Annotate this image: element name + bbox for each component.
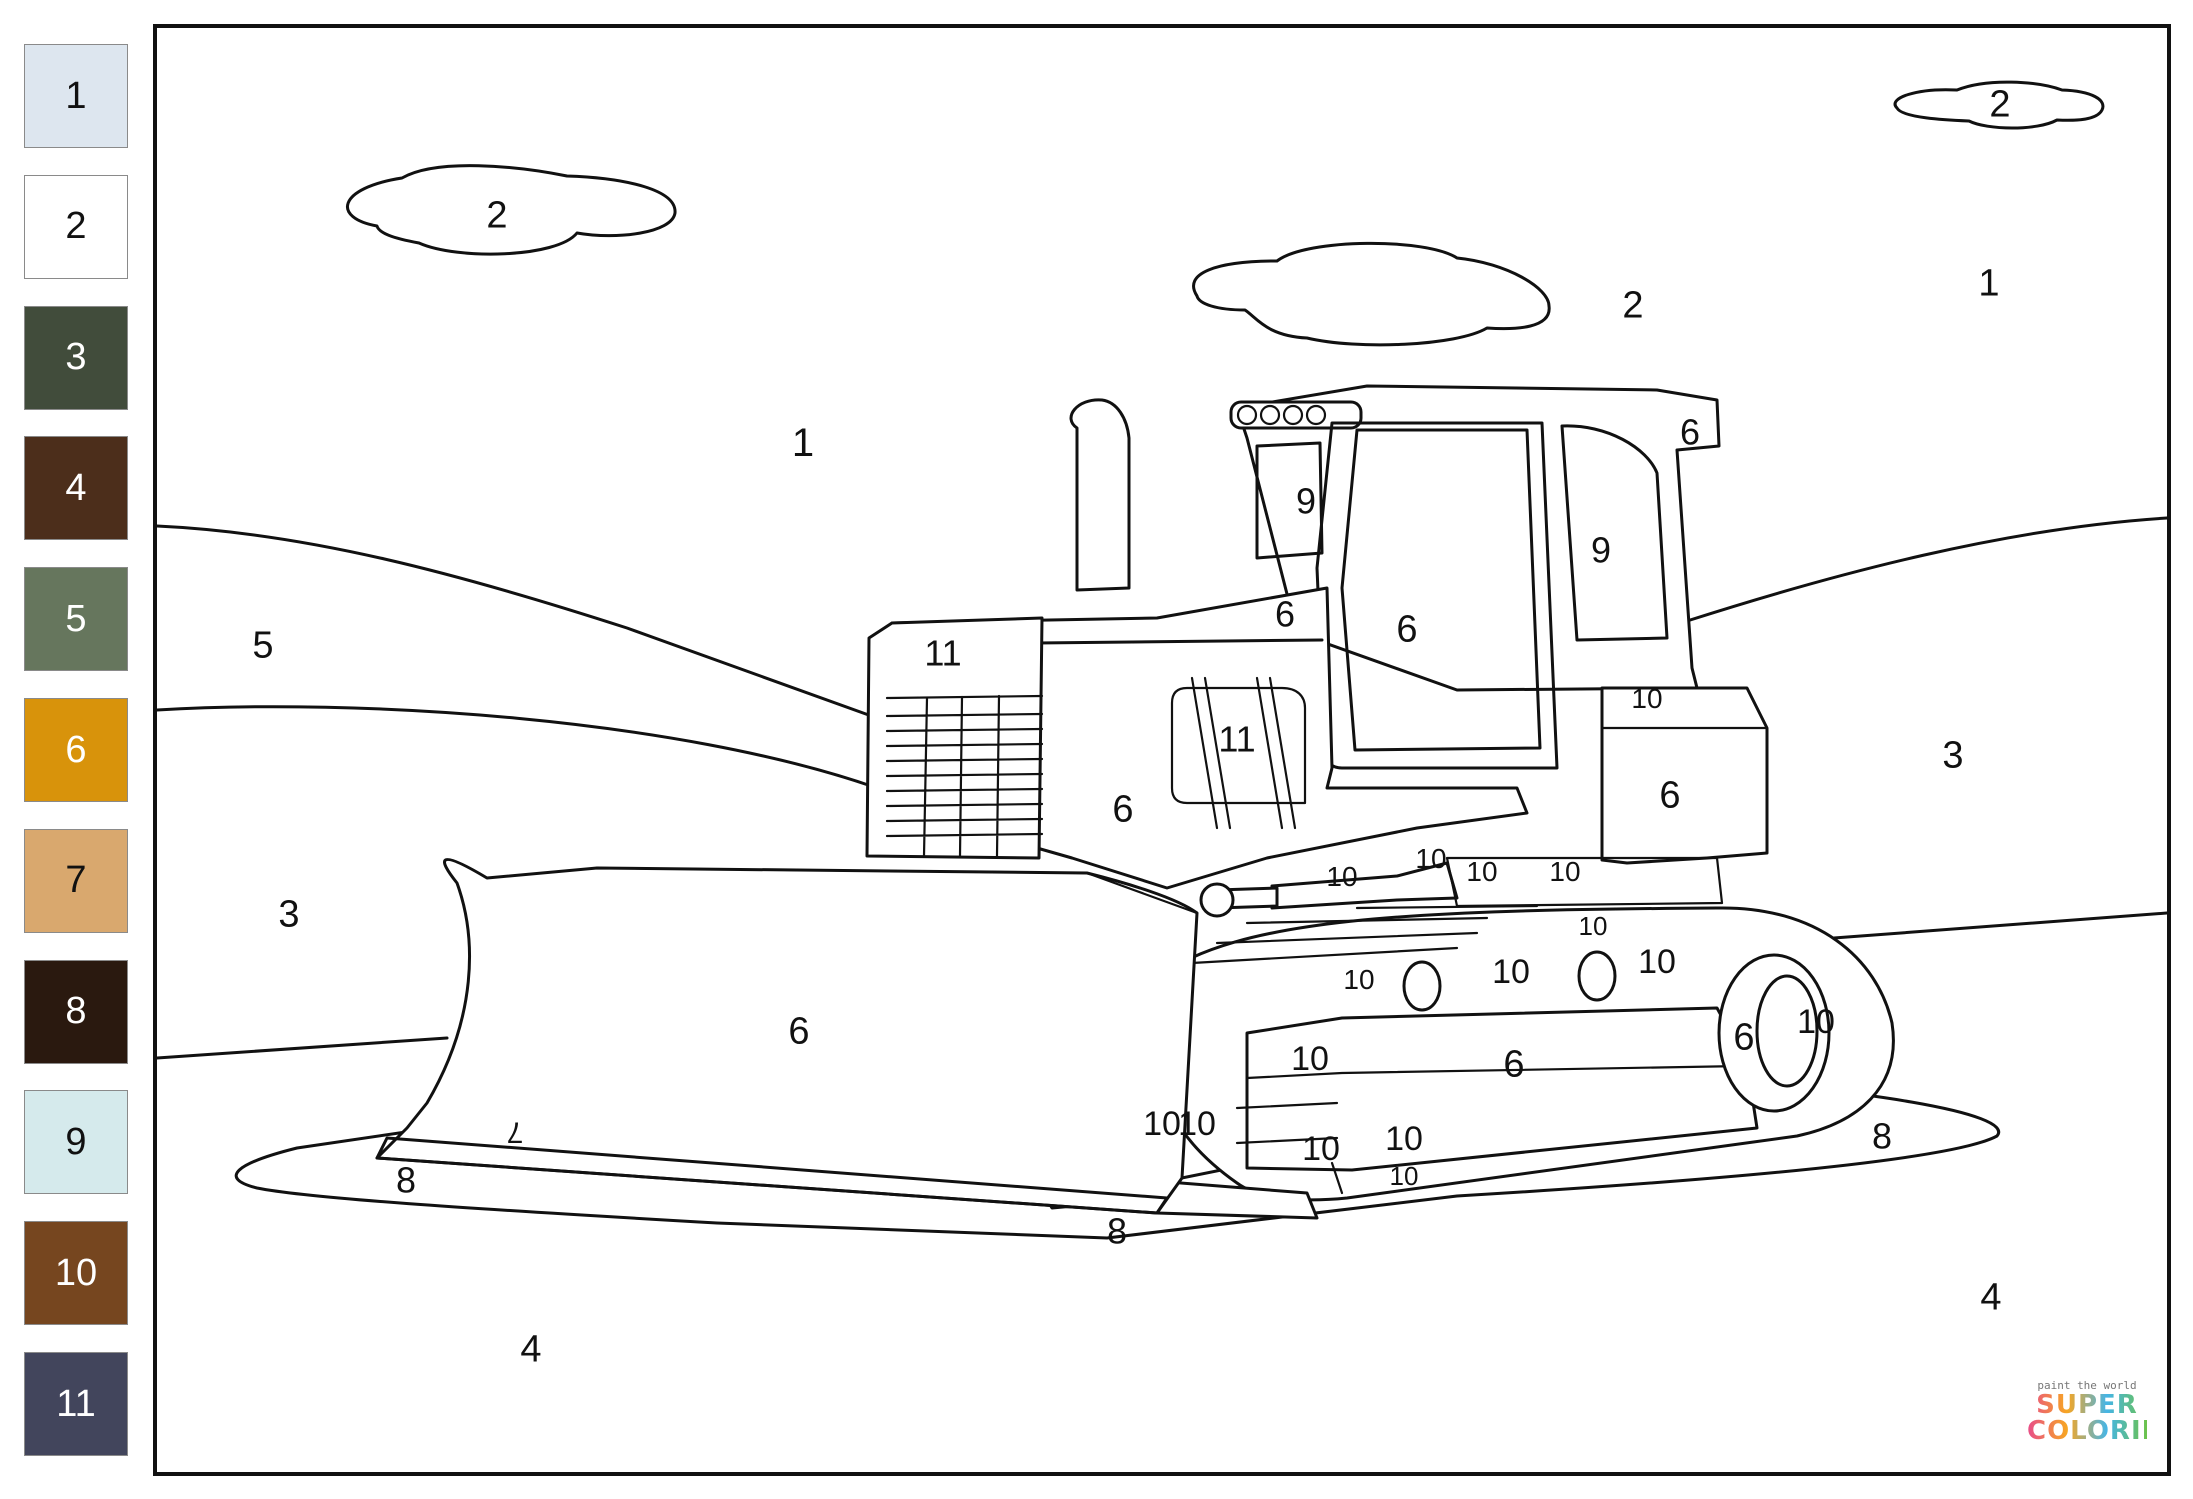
ground-right-line [1805,911,2167,942]
region-label-ground-left: 4 [520,1328,541,1370]
far-hill-line [157,524,879,720]
region-label-window-left: 9 [1296,481,1316,522]
super-coloring-logo: paint the world SUPER COLORING [2027,1379,2171,1446]
track-roller-line [1245,1064,1744,1080]
cab-light-3 [1282,404,1304,426]
palette-swatch-3[interactable]: 3 [24,305,128,410]
palette-swatch-2[interactable]: 2 [24,174,128,279]
region-label-track-frame: 6 [1503,1043,1524,1085]
region-label-track-bottom-c: 10 [1390,1161,1419,1191]
cab-window-right [1560,424,1669,642]
ground-left-line [157,1036,449,1060]
region-label-cyl-d: 10 [1549,856,1580,887]
region-label-sky-right: 1 [1978,262,1999,304]
palette-swatch-9[interactable]: 9 [24,1090,128,1195]
region-label-window-right: 9 [1591,530,1611,571]
region-label-sprocket: 6 [1733,1016,1754,1058]
region-label-track-bottom-a: 10 [1302,1130,1340,1168]
cab-light-4 [1305,404,1327,426]
region-label-track-top-b: 10 [1343,964,1374,995]
sprocket-hub [1755,974,1819,1088]
cloud-top-right-outline [1893,80,2105,130]
cab-window-left [1255,441,1324,560]
rear-box [1600,686,1769,865]
region-label-shadow-left: 8 [396,1160,416,1201]
palette-swatch-5[interactable]: 5 [24,567,128,672]
region-label-cloud-left: 2 [486,194,507,236]
region-label-rear-box: 6 [1659,774,1680,816]
cab-light-1 [1236,404,1258,426]
region-label-ground-right: 4 [1980,1276,2001,1318]
region-label-blade-face: 6 [788,1010,809,1052]
vent-strap-1 [1190,676,1232,830]
dozer-blade [375,858,1199,1215]
region-label-hood-top: 6 [1275,594,1295,635]
region-label-cab-roof: 6 [1680,412,1700,453]
track-roller-2 [1577,950,1617,1002]
palette-swatch-6[interactable]: 6 [24,698,128,802]
region-label-sky: 1 [792,421,814,465]
palette-swatch-1[interactable]: 1 [24,44,128,148]
region-label-grille-top: 11 [924,633,961,674]
region-label-cab-door: 6 [1396,608,1417,650]
palette-swatch-4[interactable]: 4 [24,436,128,541]
watermark-word-1: SUPER [2027,1392,2147,1418]
region-label-near-hill-left: 3 [278,893,299,935]
region-label-shadow-right: 8 [1872,1116,1892,1157]
cylinder-pivot [1199,882,1235,918]
cloud-center-outline [1192,241,1551,347]
region-label-track-top-d: 10 [1638,943,1676,981]
region-label-track-front-low: 10 [1143,1105,1181,1143]
engine-hood [890,586,1529,890]
palette-swatch-10[interactable]: 10 [24,1221,128,1326]
hood-side-vent [1170,686,1307,805]
region-label-rear-box-top: 10 [1631,683,1662,714]
region-label-side-vent: 11 [1218,719,1255,760]
drive-sprocket [1717,953,1831,1113]
hydraulic-cylinder-main [1270,861,1459,910]
palette-swatch-11[interactable]: 11 [24,1352,128,1456]
region-label-cloud-top-right: 2 [1989,83,2010,125]
region-label-cyl-a: 10 [1326,861,1357,892]
palette-swatch-8[interactable]: 8 [24,959,128,1064]
palette-swatch-7[interactable]: 7 [24,828,128,933]
track-roller-1 [1402,960,1442,1012]
grille-slats [885,694,1044,858]
region-label-hood-side: 6 [1112,788,1133,830]
region-label-blade-edge: 7 [507,1116,524,1149]
grille-top-panel [885,694,1044,700]
cylinder-housing [1445,856,1724,908]
region-label-track-bottom-b: 10 [1385,1120,1423,1158]
blade-edge [375,1136,1169,1215]
region-label-cyl-b: 10 [1415,843,1446,874]
right-hill-line [1685,516,2167,623]
cab-body [1235,384,1721,692]
region-label-track-top-c: 10 [1492,953,1530,991]
region-label-track-under-blade: 10 [1178,1105,1216,1143]
region-label-cloud-center: 2 [1622,284,1643,326]
region-label-far-hill: 5 [252,624,273,666]
region-label-near-hill-right: 3 [1942,734,1963,776]
region-label-track-rear: 10 [1797,1003,1835,1041]
track-lower-plates [1235,1101,1344,1195]
region-label-cyl-c: 10 [1466,856,1497,887]
near-hill-left-line [157,705,879,790]
blade-top-edge [595,866,1199,915]
hood-top-line [1035,638,1324,645]
watermark-tagline: paint the world [2037,1379,2137,1392]
vent-strap-2 [1255,676,1297,830]
region-label-shadow-center: 8 [1107,1211,1127,1252]
region-label-track-top-a: 10 [1579,911,1608,941]
cab-light-2 [1259,404,1281,426]
track-top-plates [1190,904,1539,965]
region-label-track-side-left: 10 [1291,1040,1329,1078]
cloud-left-outline [346,164,677,256]
cab-door-window [1340,428,1542,752]
exhaust-stack [1069,398,1131,592]
watermark-word-2: COLORING [2027,1416,2171,1446]
